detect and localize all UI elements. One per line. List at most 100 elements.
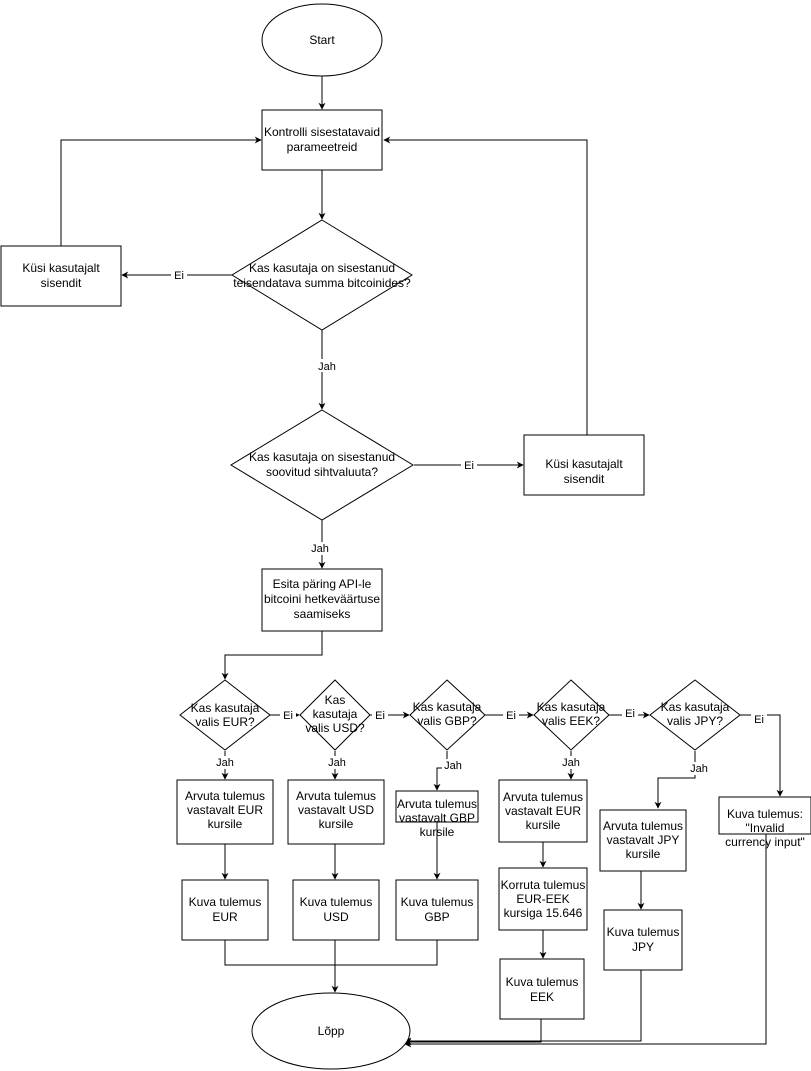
node-check-params: Kontrolli sisestatavaid parameetreid	[261, 109, 383, 171]
node-show-gbp-line2: GBP	[424, 910, 449, 924]
node-api-request-line2: bitcoini hetkeväärtuse	[264, 592, 380, 606]
node-show-jpy-line2: JPY	[632, 940, 654, 954]
node-show-gbp: Kuva tulemus GBP	[395, 879, 479, 941]
node-ask-input-left: Küsi kasutajalt sisendit	[0, 245, 122, 307]
edge-invalid-to-end	[404, 834, 767, 1048]
edge-q-jpy-no	[740, 714, 784, 797]
node-calc-eur-line2: vastavalt EUR	[187, 803, 263, 817]
node-show-invalid: Kuva tulemus: "Invalid currency input"	[718, 796, 811, 849]
node-calc-jpy-line1: Arvuta tulemus	[603, 819, 683, 833]
edge-ask-right-loop	[383, 136, 588, 435]
edge-label-yes-eek: Jah	[562, 757, 580, 769]
node-multiply-eek-line1: Korruta tulemus	[501, 878, 586, 892]
node-calc-usd-line3: kursile	[319, 817, 354, 831]
node-calc-eek-line2: vastavalt EUR	[505, 804, 581, 818]
node-ask-input-right: Küsi kasutajalt sisendit	[523, 434, 645, 496]
node-show-eur: Kuva tulemus EUR	[181, 879, 269, 941]
edge-label-no-eur: Ei	[283, 710, 293, 722]
node-end-label: Lõpp	[318, 1024, 345, 1038]
node-show-eek-line1: Kuva tulemus	[506, 975, 579, 989]
edge-label-yes-gbp: Jah	[444, 760, 462, 772]
node-q-gbp: Kas kasutaja valis GBP?	[409, 679, 486, 751]
node-show-eek: Kuva tulemus EEK	[499, 958, 585, 1020]
edge-label-no-eek: Ei	[625, 708, 635, 720]
node-calc-eur: Arvuta tulemus vastavalt EUR kursile	[176, 779, 274, 845]
edge-show-gbp-merge	[335, 940, 438, 966]
node-q-gbp-line1: Kas kasutaja	[413, 700, 482, 714]
node-calc-gbp-line1: Arvuta tulemus	[397, 797, 477, 811]
node-ask-input-right-line1: Küsi kasutajalt	[545, 457, 623, 471]
edge-label-yes-target: Jah	[311, 543, 329, 555]
edge-label-no-jpy: Ei	[754, 714, 764, 726]
node-check-params-line1: Kontrolli sisestatavaid	[264, 125, 380, 139]
node-ask-input-left-line1: Küsi kasutajalt	[22, 261, 100, 275]
edge-show-eur-merge	[224, 940, 335, 966]
node-q-btc-amount-line2: teisendatava summa bitcoinides?	[233, 276, 411, 290]
edge-label-yes-eur: Jah	[216, 757, 234, 769]
node-ask-input-right-line2: sisendit	[564, 472, 605, 486]
node-q-usd-line2: kasutaja	[313, 707, 358, 721]
edge-api-to-q-eur	[221, 631, 323, 680]
node-start: Start	[261, 3, 383, 77]
edge-labels: Ei Jah Ei Jah Ei Ei Ei Ei Ei Jah Jah Jah…	[171, 269, 767, 775]
node-calc-jpy-line3: kursile	[626, 847, 661, 861]
node-calc-usd-line1: Arvuta tulemus	[296, 789, 376, 803]
node-q-target-currency-line1: Kas kasutaja on sisestanud	[249, 450, 395, 464]
node-calc-eur-line3: kursile	[208, 817, 243, 831]
node-calc-gbp: Arvuta tulemus vastavalt GBP kursile	[395, 790, 479, 839]
node-api-request-line1: Esita päring API-le	[273, 577, 372, 591]
node-show-eek-line2: EEK	[530, 990, 554, 1004]
node-q-usd-line3: valis USD?	[305, 721, 365, 735]
node-show-eur-line1: Kuva tulemus	[189, 895, 262, 909]
node-check-params-line2: parameetreid	[287, 140, 358, 154]
edge-label-no-btc: Ei	[174, 270, 184, 282]
node-q-jpy: Kas kasutaja valis JPY?	[649, 679, 741, 751]
node-q-btc-amount: Kas kasutaja on sisestanud teisendatava …	[231, 219, 413, 331]
node-calc-eek-line3: kursile	[526, 818, 561, 832]
node-q-eur-line1: Kas kasutaja	[191, 701, 260, 715]
node-ask-input-left-line2: sisendit	[41, 276, 82, 290]
node-show-usd: Kuva tulemus USD	[292, 879, 380, 941]
node-show-jpy-line1: Kuva tulemus	[607, 925, 680, 939]
node-q-eek-line2: valis EEK?	[542, 714, 600, 728]
edge-label-yes-btc: Jah	[318, 361, 336, 373]
node-api-request: Esita päring API-le bitcoini hetkeväärtu…	[261, 568, 383, 632]
edge-label-no-usd: Ei	[375, 710, 385, 722]
node-q-jpy-line2: valis JPY?	[667, 714, 723, 728]
node-q-usd-line1: Kas	[325, 693, 346, 707]
node-multiply-eek-line2: EUR-EEK	[516, 892, 569, 906]
node-calc-gbp-line3: kursile	[420, 825, 455, 839]
node-q-usd: Kas kasutaja valis USD?	[299, 679, 371, 751]
node-show-eur-line2: EUR	[212, 910, 238, 924]
node-calc-eek-line1: Arvuta tulemus	[503, 790, 583, 804]
node-show-usd-line2: USD	[323, 910, 349, 924]
node-q-eek-line1: Kas kasutaja	[537, 700, 606, 714]
node-show-jpy: Kuva tulemus JPY	[603, 909, 683, 971]
edge-ask-left-loop	[60, 136, 262, 246]
edge-show-eek-to-end	[404, 1019, 542, 1046]
node-q-target-currency-line2: soovitud sihtvaluuta?	[266, 465, 378, 479]
node-calc-eur-line1: Arvuta tulemus	[185, 789, 265, 803]
node-calc-eek: Arvuta tulemus vastavalt EUR kursile	[498, 779, 588, 843]
node-show-invalid-line2: "Invalid	[746, 821, 785, 835]
node-multiply-eek: Korruta tulemus EUR-EEK kursiga 15.646	[498, 867, 588, 931]
node-q-eur-line2: valis EUR?	[195, 715, 255, 729]
edge-label-yes-usd: Jah	[328, 757, 346, 769]
node-calc-jpy: Arvuta tulemus vastavalt JPY kursile	[599, 809, 687, 872]
edge-label-yes-jpy: Jah	[690, 763, 708, 775]
node-start-label: Start	[309, 33, 335, 47]
edge-label-no-gbp: Ei	[506, 710, 516, 722]
edge-show-jpy-to-end	[404, 970, 642, 1045]
node-q-gbp-line2: valis GBP?	[417, 714, 477, 728]
node-end: Lõpp	[251, 992, 411, 1070]
node-calc-usd: Arvuta tulemus vastavalt USD kursile	[287, 779, 385, 845]
node-q-target-currency: Kas kasutaja on sisestanud soovitud siht…	[230, 409, 414, 521]
node-show-gbp-line1: Kuva tulemus	[401, 895, 474, 909]
node-calc-jpy-line2: vastavalt JPY	[607, 833, 680, 847]
node-q-jpy-line1: Kas kasutaja	[661, 700, 730, 714]
edge-label-no-target: Ei	[464, 460, 474, 472]
node-show-invalid-line1: Kuva tulemus:	[727, 807, 803, 821]
node-q-eek: Kas kasutaja valis EEK?	[533, 679, 610, 751]
